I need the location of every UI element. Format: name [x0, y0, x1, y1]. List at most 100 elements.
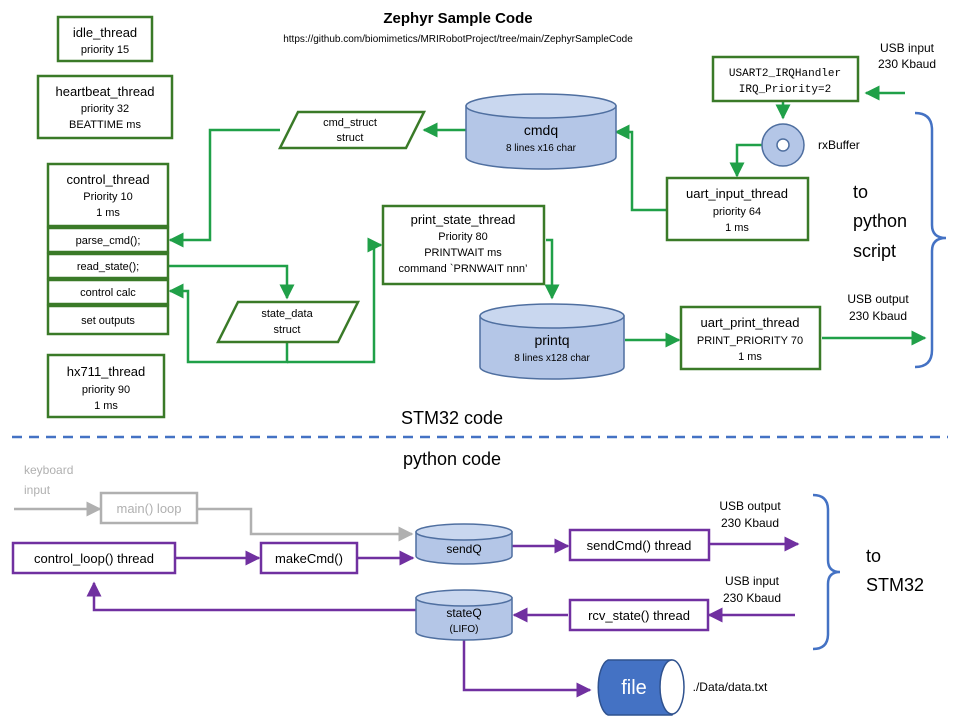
- print-state-thread-priority: Priority 80: [438, 231, 488, 243]
- control-calc-box: [46, 278, 170, 306]
- makecmd-label: makeCmd(): [275, 551, 343, 566]
- control-thread-period: 1 ms: [96, 207, 120, 219]
- printq-cylinder: [479, 303, 625, 380]
- state-data-type: struct: [274, 324, 301, 336]
- control-calc-label: control calc: [80, 287, 136, 299]
- idle-thread-name: idle_thread: [73, 25, 137, 40]
- rxbuffer-label: rxBuffer: [818, 138, 860, 152]
- heartbeat-thread-priority: priority 32: [81, 103, 129, 115]
- usart-irq-box: [711, 55, 860, 103]
- stateq-lifo-label: (LIFO): [450, 624, 479, 635]
- to-stm32-label-2: STM32: [866, 575, 924, 595]
- stm32-usb-output-baud: 230 Kbaud: [849, 309, 907, 323]
- usart-irq-priority: IRQ_Priority=2: [739, 84, 831, 96]
- print-state-thread-command: command `PRNWAIT nnn’: [399, 263, 528, 275]
- cmd-struct-label: cmd_struct: [323, 117, 377, 129]
- state-data-parallelogram: [215, 300, 361, 344]
- read-state-label: read_state();: [77, 261, 139, 273]
- python-usb-output-baud: 230 Kbaud: [721, 516, 779, 530]
- source-url: https://github.com/biomimetics/MRIRobotP…: [283, 34, 633, 45]
- hx711-thread-priority: priority 90: [82, 384, 130, 396]
- set-outputs-label: set outputs: [81, 315, 135, 327]
- printq-size: 8 lines x128 char: [514, 353, 590, 364]
- uart-print-thread-box: [679, 305, 822, 371]
- main-loop-label: main() loop: [116, 501, 181, 516]
- set-outputs-box: [46, 304, 170, 336]
- rcv-state-thread-box: [568, 598, 710, 632]
- uart-input-thread-box: [665, 176, 810, 242]
- python-section-label: python code: [403, 449, 501, 469]
- uart-input-thread-priority: priority 64: [713, 206, 761, 218]
- to-python-label-2: python: [853, 211, 907, 231]
- control-loop-thread-label: control_loop() thread: [34, 551, 154, 566]
- page-title: Zephyr Sample Code: [383, 10, 532, 27]
- control-thread-name: control_thread: [66, 172, 149, 187]
- sendcmd-thread-label: sendCmd() thread: [587, 538, 692, 553]
- main-to-sendq-arrow: [198, 507, 414, 542]
- uart-input-thread-name: uart_input_thread: [686, 186, 788, 201]
- uart-print-thread-priority: PRINT_PRIORITY 70: [697, 335, 803, 347]
- main-loop-box: [99, 491, 199, 525]
- to-python-label-3: script: [853, 241, 896, 261]
- cmd-struct-to-parse-arrow: [168, 128, 280, 248]
- file-path-label: ./Data/data.txt: [693, 680, 768, 694]
- state-data-to-print-state-arrow: [287, 237, 383, 364]
- control-loop-thread-box: [11, 541, 177, 575]
- stateq-label: stateQ: [446, 606, 481, 620]
- cmdq-cylinder: [465, 93, 617, 170]
- heartbeat-thread-name: heartbeat_thread: [55, 84, 154, 99]
- file-label: file: [621, 677, 647, 699]
- hx711-thread-box: [46, 353, 166, 419]
- parse-cmd-label: parse_cmd();: [76, 235, 141, 247]
- to-python-brace: [914, 111, 947, 369]
- stm32-section-label: STM32 code: [401, 408, 503, 428]
- state-data-label: state_data: [261, 308, 313, 320]
- uart-input-thread-period: 1 ms: [725, 222, 749, 234]
- cmdq-label: cmdq: [524, 122, 558, 138]
- print-state-to-printq-arrow: [544, 238, 560, 300]
- to-python-label-1: to: [853, 182, 868, 202]
- read-state-box: [46, 252, 170, 280]
- printq-label: printq: [534, 332, 569, 348]
- sendq-label: sendQ: [446, 542, 481, 556]
- cmd-struct-type: struct: [337, 132, 364, 144]
- print-state-thread-box: [381, 204, 546, 286]
- uart-print-thread-name: uart_print_thread: [700, 315, 799, 330]
- to-stm32-brace: [812, 493, 841, 651]
- keyboard-input-label-1: keyboard: [24, 463, 73, 477]
- uart-input-to-cmdq-arrow: [614, 124, 667, 212]
- hx711-thread-name: hx711_thread: [67, 364, 146, 379]
- control-thread-box: [46, 162, 170, 228]
- python-usb-output-label: USB output: [719, 499, 781, 513]
- uart-print-thread-period: 1 ms: [738, 351, 762, 363]
- print-state-thread-name: print_state_thread: [411, 212, 516, 227]
- file-icon: [597, 659, 685, 716]
- to-stm32-label-1: to: [866, 546, 881, 566]
- heartbeat-thread-beattime: BEATTIME ms: [69, 119, 141, 131]
- idle-thread-box: [56, 15, 154, 63]
- rxbuffer-icon: [761, 123, 805, 167]
- stateq-to-file-arrow: [462, 636, 592, 698]
- cmdq-size: 8 lines x16 char: [506, 143, 577, 154]
- keyboard-input-label-2: input: [24, 483, 51, 497]
- stm32-usb-input-label: USB input: [880, 41, 935, 55]
- hx711-thread-period: 1 ms: [94, 400, 118, 412]
- stateq-to-control-loop-arrow: [86, 581, 416, 612]
- stateq-cylinder: [415, 589, 513, 641]
- sendcmd-thread-box: [568, 528, 711, 562]
- stm32-usb-output-label: USB output: [847, 292, 909, 306]
- idle-thread-priority: priority 15: [81, 44, 129, 56]
- read-state-to-state-data-arrow: [168, 264, 295, 300]
- state-data-to-control-calc-arrow: [168, 283, 289, 364]
- stm32-usb-input-baud: 230 Kbaud: [878, 57, 936, 71]
- rxbuffer-to-uart-input-arrow: [729, 143, 762, 178]
- rcv-state-thread-label: rcv_state() thread: [588, 608, 690, 623]
- usart-handler-name: USART2_IRQHandler: [729, 68, 841, 80]
- python-usb-input-label: USB input: [725, 574, 780, 588]
- print-state-thread-printwait: PRINTWAIT ms: [424, 247, 502, 259]
- python-usb-input-baud: 230 Kbaud: [723, 591, 781, 605]
- parse-cmd-box: [46, 226, 170, 254]
- sendq-cylinder: [415, 523, 513, 565]
- cmd-struct-parallelogram: [277, 110, 427, 150]
- heartbeat-thread-box: [36, 74, 174, 140]
